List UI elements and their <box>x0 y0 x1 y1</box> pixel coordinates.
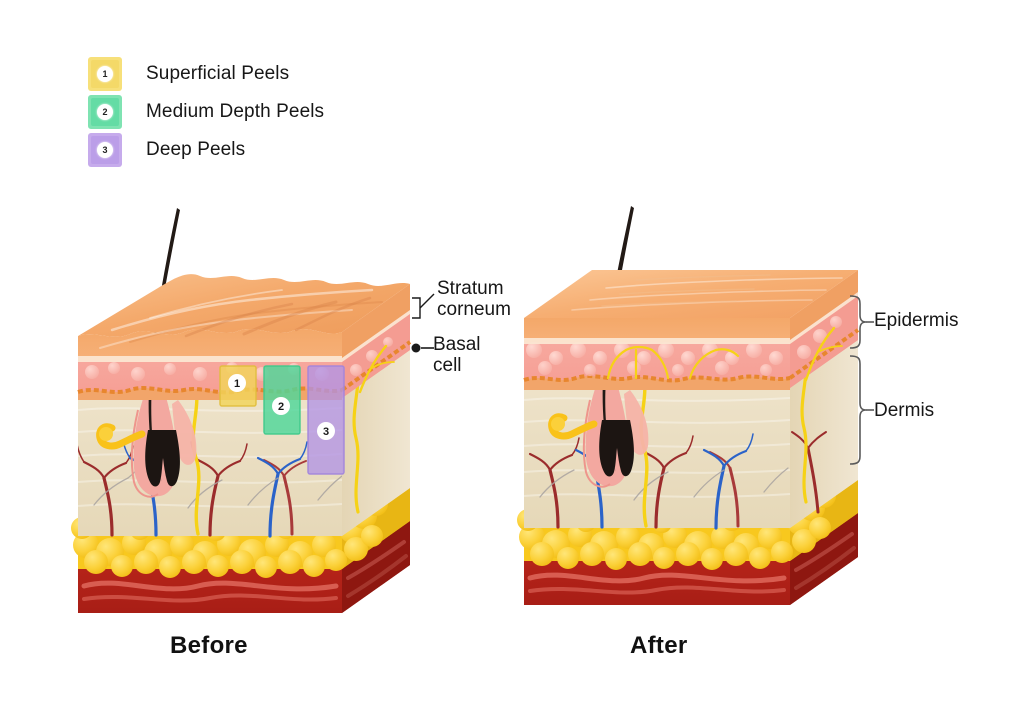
before-muscle-layer <box>78 520 410 613</box>
after-epidermis-layer <box>524 290 858 388</box>
after-epidermis-nerve-branches <box>606 345 740 380</box>
before-epidermis-cells <box>85 362 329 381</box>
before-hair-follicle <box>96 390 197 498</box>
after-epidermis-side <box>790 290 858 388</box>
after-basal-cell-row <box>523 374 791 383</box>
before-dermis-texture <box>78 407 342 508</box>
caption-after: After <box>630 632 688 659</box>
before-dermis-layer <box>78 344 410 536</box>
after-dermis-texture <box>524 397 791 498</box>
after-fat-side <box>790 479 858 561</box>
before-dermis-side <box>342 344 410 536</box>
after-stratum-corneum-side <box>790 270 858 340</box>
before-fat-layer <box>78 487 410 569</box>
epidermis-bracket <box>849 295 874 349</box>
legend-swatch-superficial: 1 <box>88 57 122 91</box>
before-skin-top-surface <box>78 274 410 337</box>
peel-marker-label-1: 1 <box>234 378 240 390</box>
label-stratum-corneum-line2: corneum <box>437 299 511 321</box>
before-epidermis-layer <box>78 308 410 398</box>
peel-marker-deep[interactable]: 3 <box>307 365 345 475</box>
after-nerve-fiber <box>639 374 649 528</box>
label-basal-cell-line2: cell <box>433 355 462 377</box>
after-epidermis-cells <box>526 342 783 376</box>
after-dermis-layer <box>524 334 858 528</box>
after-dermis-vessels <box>528 431 827 530</box>
legend-label-medium: Medium Depth Peels <box>146 101 325 122</box>
label-dermis: Dermis <box>874 400 935 421</box>
legend-swatch-deep: 3 <box>88 133 122 167</box>
before-sc-epi-divider <box>78 308 410 362</box>
before-skin-block: 1 2 3 <box>71 208 435 613</box>
label-stratum-corneum: Stratum corneum <box>437 278 511 321</box>
caption-before: Before <box>170 632 248 659</box>
legend: 1 Superficial Peels 2 Medium Depth Peels… <box>88 55 324 169</box>
before-hair-bulb <box>145 430 180 487</box>
after-epidermis-side-cells <box>797 316 843 382</box>
label-stratum-corneum-line1: Stratum <box>437 278 504 299</box>
before-basal-boundary <box>78 388 342 400</box>
peel-marker-label-2: 2 <box>278 401 284 413</box>
legend-label-superficial: Superficial Peels <box>146 63 290 84</box>
after-hair-bulb <box>599 420 634 477</box>
before-hair-shaft <box>148 208 180 482</box>
before-fat-side <box>342 487 410 569</box>
peel-marker-superficial[interactable]: 1 <box>219 365 257 407</box>
basal-cell-leader <box>411 343 434 353</box>
after-fat-globules <box>517 473 845 570</box>
peel-marker-medium[interactable]: 2 <box>263 365 301 435</box>
before-nerve-fiber-right <box>352 364 360 514</box>
legend-swatch-medium: 2 <box>88 95 122 129</box>
after-basal-boundary <box>524 376 790 390</box>
after-muscle-side <box>790 512 858 605</box>
after-stratum-corneum-front <box>524 318 790 342</box>
after-fat-layer <box>524 479 858 561</box>
legend-marker-number-2: 2 <box>97 104 113 120</box>
after-skin-block <box>517 206 874 605</box>
after-nerve-fiber-right <box>800 354 808 504</box>
label-basal-cell: Basal cell <box>433 334 481 377</box>
before-epidermis-side-cells <box>350 337 395 394</box>
before-nerve-fiber <box>191 384 201 536</box>
after-smooth-texture <box>571 274 843 311</box>
after-muscle-fibers <box>527 532 856 595</box>
after-skin-top-surface <box>524 270 858 318</box>
after-hair-shaft <box>602 206 634 472</box>
legend-item-superficial[interactable]: 1 Superficial Peels <box>88 55 324 93</box>
before-basal-boundary-side <box>340 340 412 392</box>
before-fat-globules <box>71 481 397 578</box>
after-sc-epi-divider <box>524 290 858 344</box>
before-dermis-vessels <box>78 439 342 538</box>
before-epidermis-side <box>342 308 410 398</box>
after-hair-follicle <box>548 380 649 488</box>
before-stratum-corneum-front <box>78 328 342 360</box>
dermis-bracket <box>849 355 874 465</box>
legend-item-deep[interactable]: 3 Deep Peels <box>88 131 324 169</box>
before-muscle-fibers <box>81 540 408 603</box>
legend-label-deep: Deep Peels <box>146 139 246 160</box>
legend-item-medium[interactable]: 2 Medium Depth Peels <box>88 93 324 131</box>
after-muscle-layer <box>524 512 858 605</box>
label-epidermis: Epidermis <box>874 310 959 331</box>
legend-marker-number-1: 1 <box>97 66 113 82</box>
before-wrinkles <box>99 288 383 349</box>
before-muscle-side <box>342 520 410 613</box>
stratum-corneum-leader <box>412 293 435 319</box>
after-basal-boundary-side <box>788 328 860 380</box>
before-basal-cell-row <box>77 386 343 395</box>
after-dermis-side <box>790 334 858 528</box>
label-basal-cell-line1: Basal <box>433 334 481 355</box>
before-stratum-corneum-side <box>342 284 410 358</box>
legend-marker-number-3: 3 <box>97 142 113 158</box>
peel-marker-label-3: 3 <box>323 426 329 438</box>
